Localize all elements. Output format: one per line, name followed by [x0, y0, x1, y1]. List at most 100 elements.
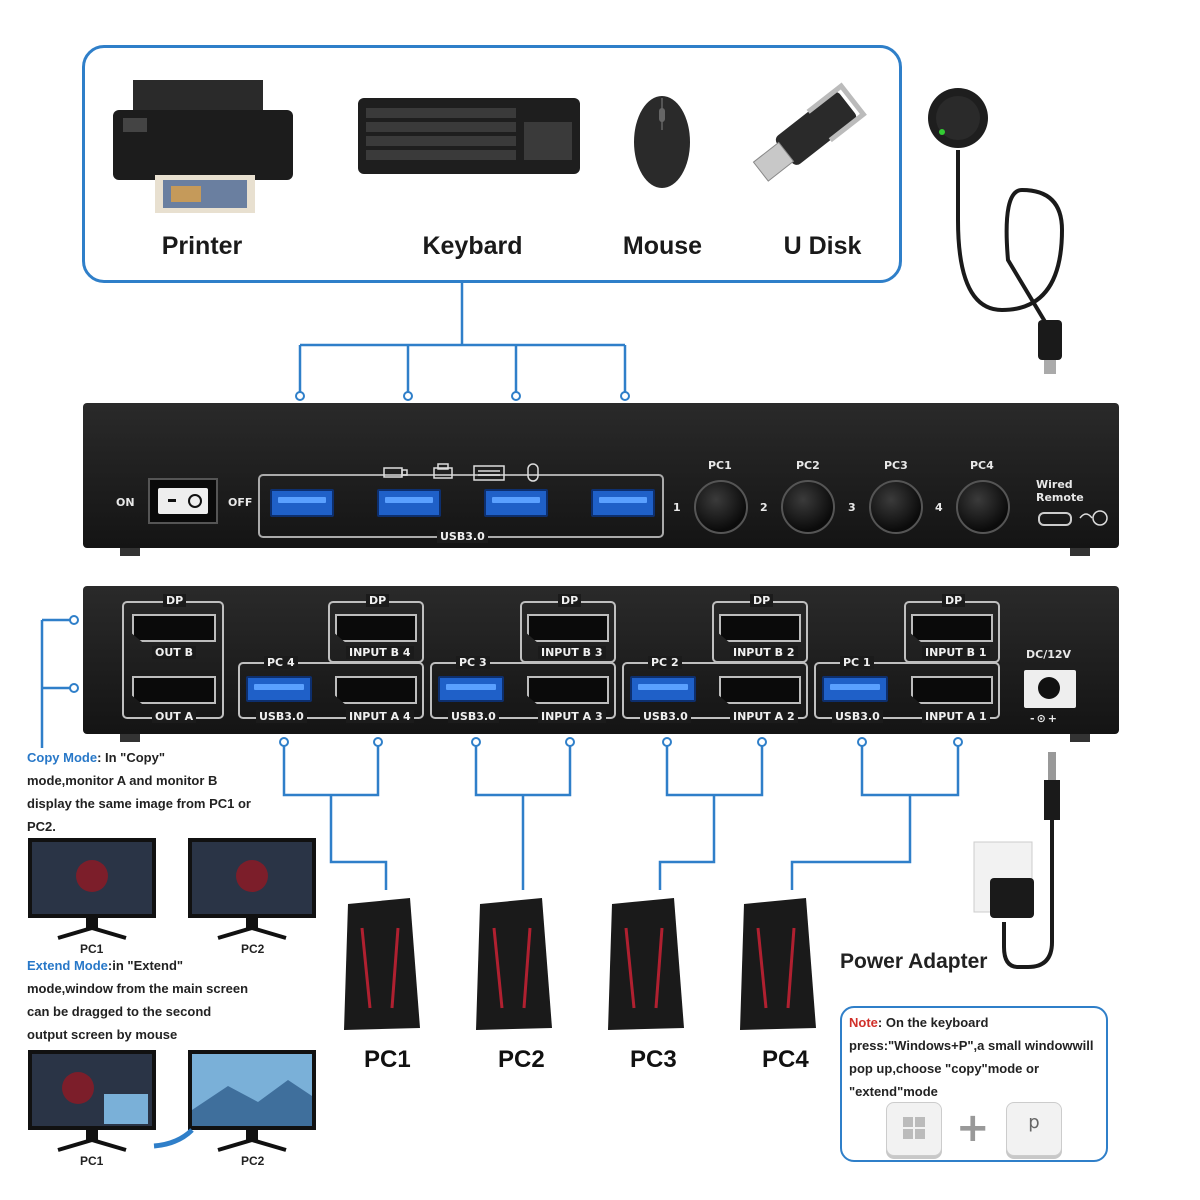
usb-pc4-label: USB3.0 [256, 710, 307, 723]
dc-power-port[interactable] [1024, 670, 1076, 708]
peripheral-label-u-disk: U Disk [783, 232, 862, 260]
dp-out-b-port[interactable] [132, 614, 216, 642]
usb-disk-icon [752, 82, 867, 182]
foot [1070, 548, 1090, 556]
usb-drive-small-icon [383, 467, 408, 478]
pc3-button-label: PC3 [884, 459, 908, 472]
note-text: Note: On the keyboard press:"Windows+P",… [849, 1011, 1105, 1103]
usb-port-front-1[interactable] [270, 489, 334, 517]
extend-mode-title: Extend Mode [27, 958, 108, 973]
usb-pc2-port[interactable] [630, 676, 696, 702]
dp-input-a1-port[interactable] [911, 676, 993, 704]
usb-pc3-label: USB3.0 [448, 710, 499, 723]
wired-remote-label-1: Wired [1036, 478, 1073, 491]
foot [120, 548, 140, 556]
note-line2: press:"Windows+P",a small windowwill [849, 1038, 1094, 1053]
extend-mode-line2: mode,window from the main screen [27, 981, 249, 996]
dp-input-b4-port[interactable] [335, 614, 417, 642]
wired-remote-port[interactable] [1038, 512, 1072, 526]
pc4-input-group [238, 662, 424, 719]
dp-input-b2-port[interactable] [719, 614, 801, 642]
input-b4-label: INPUT B 4 [346, 646, 414, 659]
note-line1: : On the keyboard [877, 1015, 989, 1030]
usb-pc2-label: USB3.0 [640, 710, 691, 723]
dp-input-a4-port[interactable] [335, 676, 417, 704]
foot [1070, 734, 1090, 742]
dp-input-b3-port[interactable] [527, 614, 609, 642]
extend-mode-text: Extend Mode:in "Extend" mode,window from… [27, 954, 277, 1046]
extend-mode-line1: :in "Extend" [107, 958, 184, 973]
pc4-label: PC 4 [264, 656, 298, 669]
pc1-switch-button[interactable] [694, 480, 748, 534]
usb-port-front-4[interactable] [591, 489, 655, 517]
computer-tower-icon [344, 898, 420, 1030]
usb-pc4-port[interactable] [246, 676, 312, 702]
note-title: Note [849, 1015, 878, 1030]
pc1-input-group [814, 662, 1000, 719]
mouse-icon [634, 96, 690, 188]
pc4-dp-label: DP [366, 594, 390, 607]
extend-mode-line4: output screen by mouse [27, 1027, 178, 1042]
usb-front-group-label: USB3.0 [437, 530, 488, 543]
computer-tower-icon [476, 898, 552, 1030]
copy-mode-line4: PC2. [27, 819, 56, 834]
pc2-label: PC 2 [648, 656, 682, 669]
pc3-dp-label: DP [558, 594, 582, 607]
input-a4-label: INPUT A 4 [346, 710, 414, 723]
computer-label-pc4: PC4 [762, 1046, 809, 1073]
usb-port-front-3[interactable] [484, 489, 548, 517]
pc2-dp-label: DP [750, 594, 774, 607]
p-key[interactable]: p [1006, 1102, 1062, 1156]
dp-input-a2-port[interactable] [719, 676, 801, 704]
button-number-3: 3 [848, 501, 856, 514]
monitor-icon [28, 1050, 156, 1152]
button-number-1: 1 [673, 501, 681, 514]
button-number-2: 2 [760, 501, 768, 514]
dp-input-b1-port[interactable] [911, 614, 993, 642]
computer-towers [344, 898, 816, 1030]
usb-port-front-2[interactable] [377, 489, 441, 517]
monitor-icon [188, 838, 316, 940]
extend-monitor-2-label: PC2 [241, 1154, 265, 1168]
pc1-label: PC 1 [840, 656, 874, 669]
pc3-switch-button[interactable] [869, 480, 923, 534]
power-on-label: ON [116, 496, 135, 509]
power-switch[interactable] [148, 478, 218, 524]
pc2-switch-button[interactable] [781, 480, 835, 534]
copy-monitor-1-label: PC1 [80, 942, 104, 956]
copy-mode-title: Copy Mode [27, 750, 98, 765]
out-dp-label: DP [163, 594, 187, 607]
pc1-button-label: PC1 [708, 459, 732, 472]
copy-mode-text: Copy Mode: In "Copy" mode,monitor A and … [27, 746, 277, 838]
usb-pc3-port[interactable] [438, 676, 504, 702]
copy-mode-line2: mode,monitor A and monitor B [27, 773, 218, 788]
input-a3-label: INPUT A 3 [538, 710, 606, 723]
peripheral-label-keyboard: Keybard [422, 232, 523, 260]
copy-monitor-2-label: PC2 [241, 942, 265, 956]
extend-monitor-1-label: PC1 [80, 1154, 104, 1168]
windows-key[interactable] [886, 1102, 942, 1156]
computer-tower-icon [740, 898, 816, 1030]
extend-mode-monitors [28, 1050, 316, 1152]
copy-mode-line1: : In "Copy" [97, 750, 165, 765]
note-line3: pop up,choose "copy"mode or [849, 1061, 1040, 1076]
copy-mode-monitors [28, 838, 316, 940]
printer-small-icon [433, 463, 453, 479]
usb-pc1-port[interactable] [822, 676, 888, 702]
pc4-switch-button[interactable] [956, 480, 1010, 534]
input-a2-label: INPUT A 2 [730, 710, 798, 723]
dp-out-a-port[interactable] [132, 676, 216, 704]
computer-label-pc3: PC3 [630, 1046, 677, 1073]
out-b-label: OUT B [152, 646, 197, 659]
port-icons [383, 463, 539, 482]
pc4-button-label: PC4 [970, 459, 994, 472]
mouse-small-icon [527, 463, 539, 482]
power-adapter-label: Power Adapter [840, 950, 988, 973]
peripheral-label-printer: Printer [161, 232, 243, 260]
plus-sign: + [956, 1105, 990, 1151]
computer-label-pc2: PC2 [498, 1046, 545, 1073]
input-b3-label: INPUT B 3 [538, 646, 606, 659]
dp-input-a3-port[interactable] [527, 676, 609, 704]
wired-remote-icon [928, 88, 1065, 374]
